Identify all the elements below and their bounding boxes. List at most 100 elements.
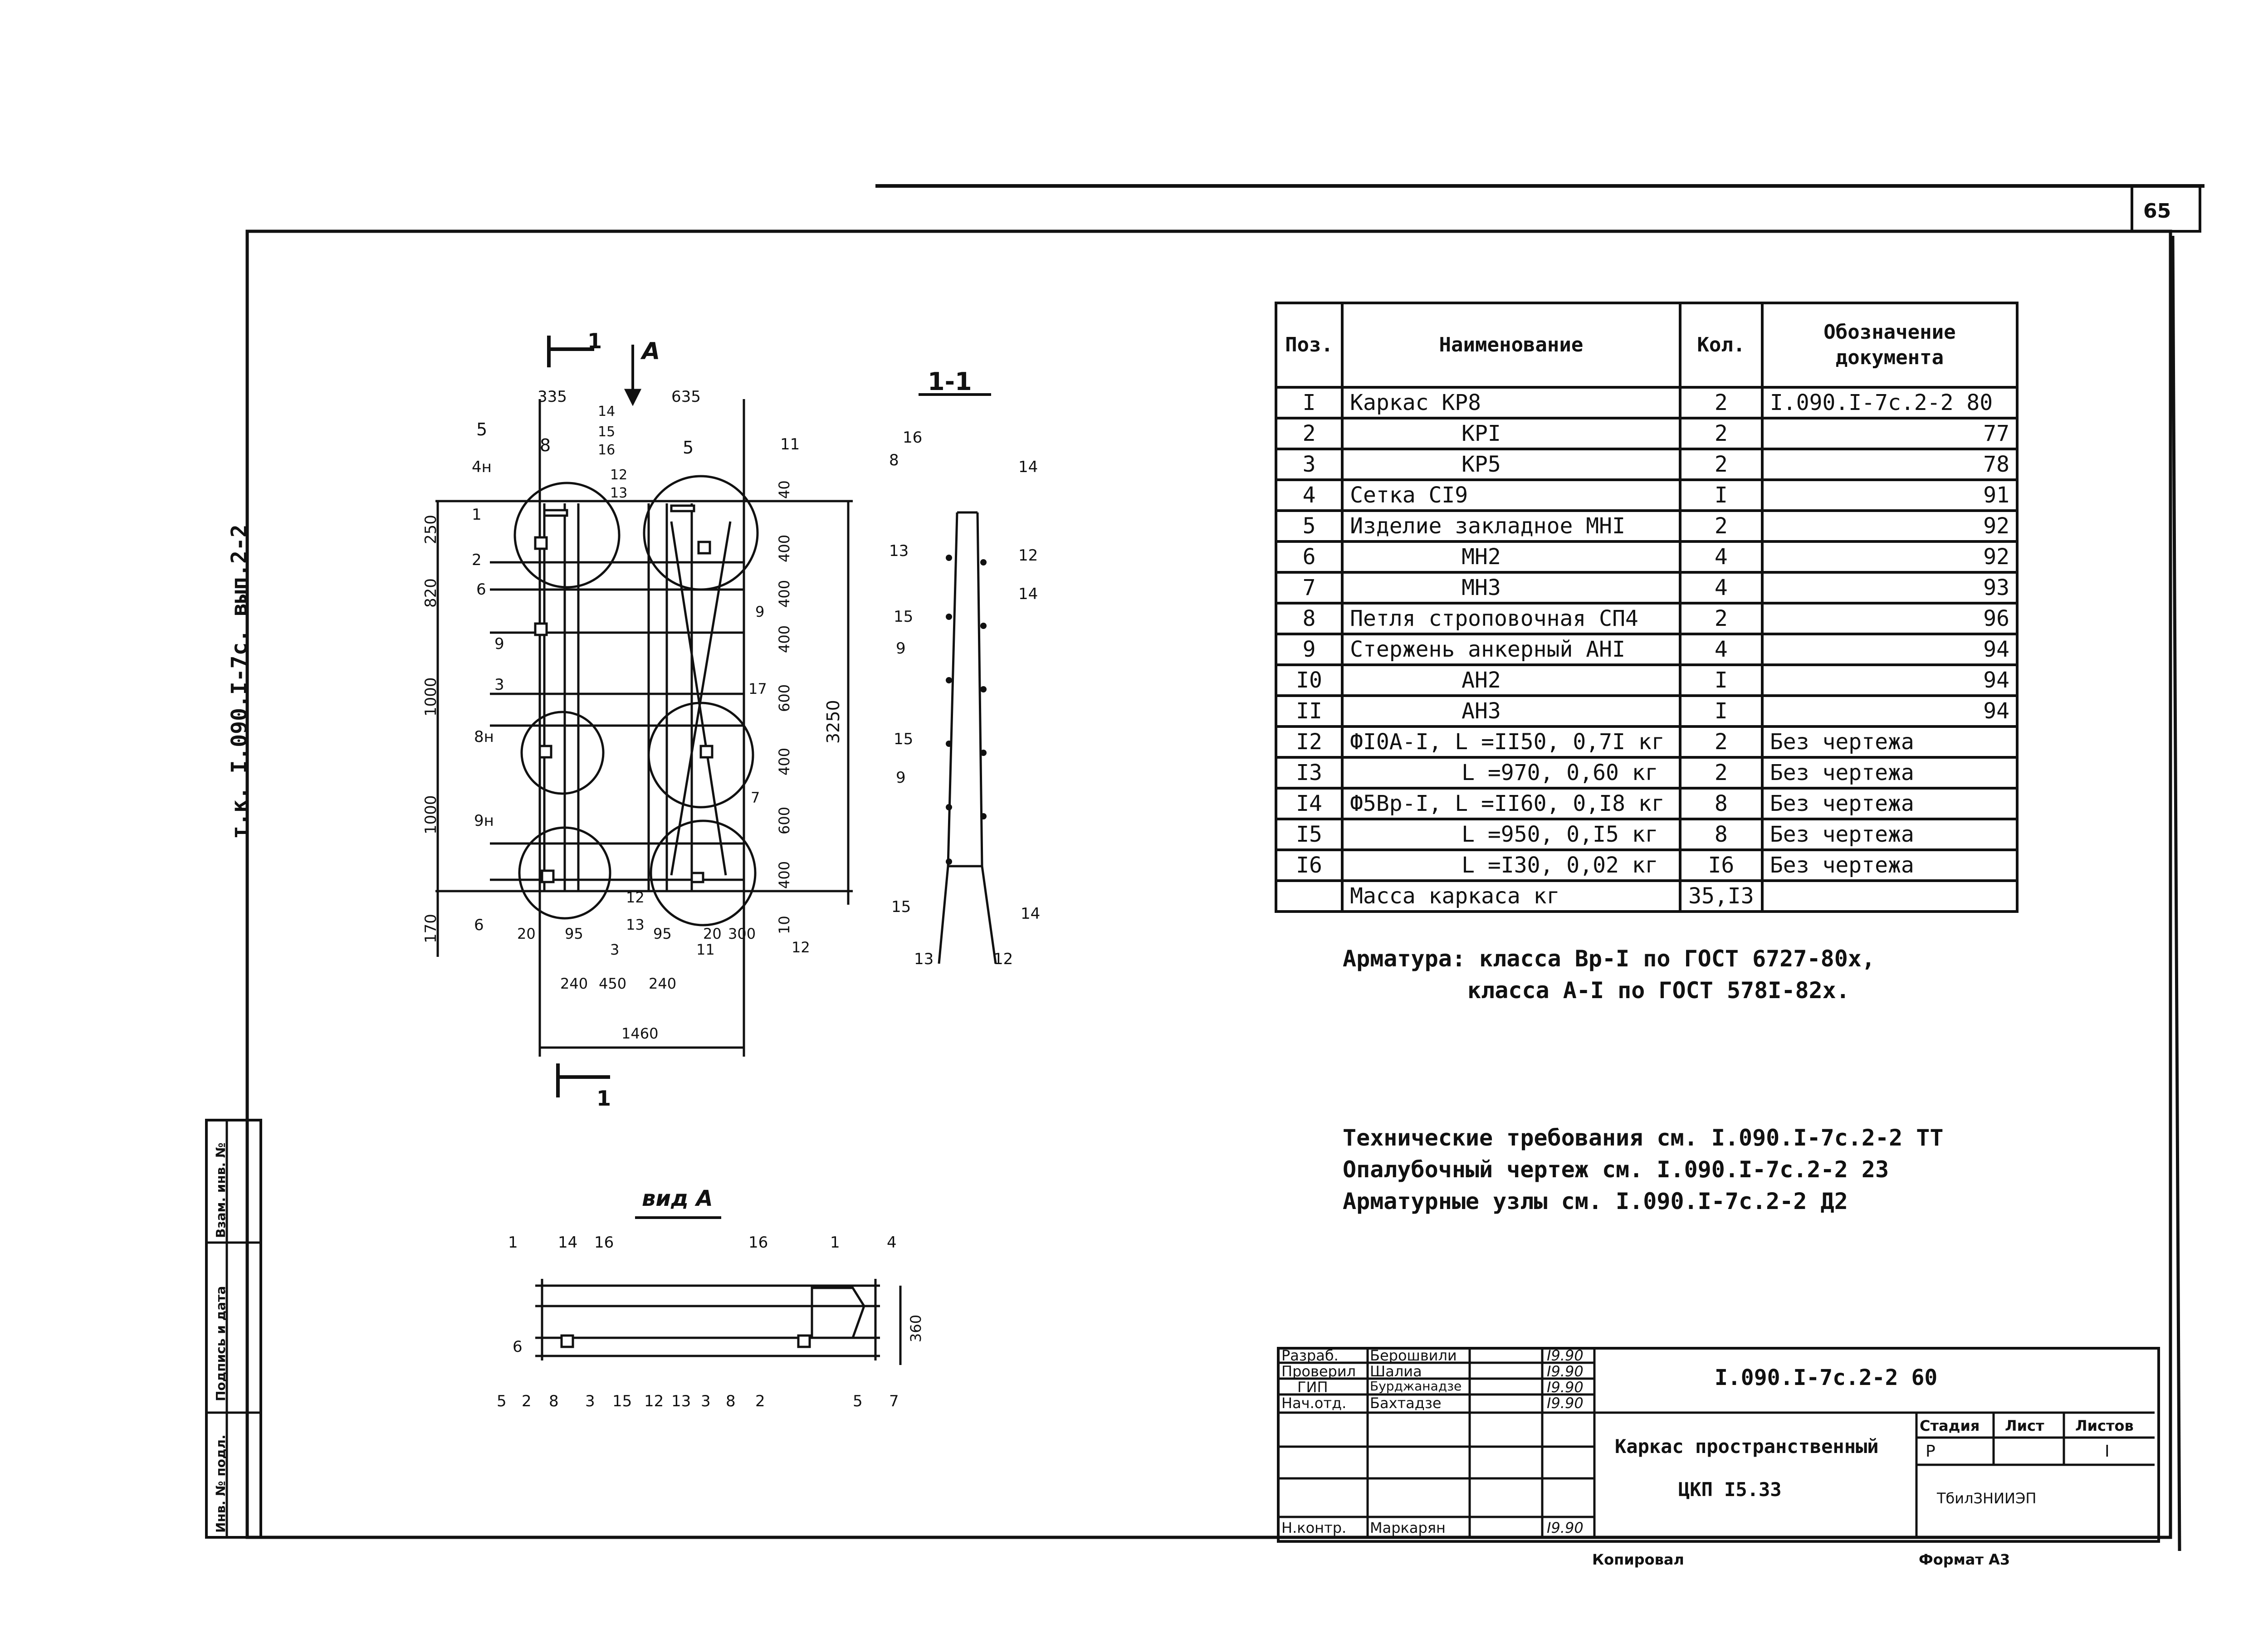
stamp-name: Бурджанадзе bbox=[1370, 1379, 1462, 1394]
dim-label: 170 bbox=[422, 914, 440, 943]
spec-cell-qty: 2 bbox=[1678, 386, 1764, 419]
stage-value: Р bbox=[1926, 1442, 1936, 1461]
spec-cell-qty: I bbox=[1678, 694, 1764, 728]
spec-cell-pos: 7 bbox=[1274, 571, 1344, 605]
callout: 5 bbox=[683, 438, 694, 458]
callout: 16 bbox=[903, 429, 923, 447]
callout: 9 bbox=[896, 639, 906, 658]
section-mark: 1 bbox=[587, 329, 602, 353]
callout: 12 bbox=[1018, 546, 1038, 565]
spec-cell-name: Сетка СI9 bbox=[1341, 478, 1681, 512]
spec-cell-doc: 92 bbox=[1760, 540, 2019, 574]
spec-cell-pos: I0 bbox=[1274, 663, 1344, 697]
callout: 13 bbox=[626, 916, 645, 933]
dim-label: 40 bbox=[776, 480, 793, 499]
callout: 13 bbox=[914, 950, 934, 968]
callout: 12 bbox=[993, 950, 1013, 968]
spec-cell-name: L =I30, 0,02 кг bbox=[1341, 848, 1681, 882]
spec-cell-doc: 78 bbox=[1760, 448, 2019, 481]
specification-table: Поз. Наименование Кол. Обозначение докум… bbox=[1274, 302, 2019, 913]
spec-cell-qty: 4 bbox=[1678, 633, 1764, 666]
spec-cell-pos: II bbox=[1274, 694, 1344, 728]
dim-label: 600 bbox=[776, 806, 793, 834]
spec-cell-pos: I6 bbox=[1274, 848, 1344, 882]
title-block bbox=[1277, 1347, 2160, 1543]
callout: 5 bbox=[853, 1392, 863, 1410]
callout: 17 bbox=[748, 680, 767, 697]
dim-label: 360 bbox=[907, 1314, 924, 1342]
stamp-role: Разраб. bbox=[1281, 1347, 1339, 1364]
callout: 1 bbox=[472, 506, 482, 524]
callout: 11 bbox=[696, 941, 715, 958]
spec-cell-qty: 2 bbox=[1678, 448, 1764, 481]
spec-cell-qty: I bbox=[1678, 663, 1764, 697]
left-margin-strip bbox=[205, 1119, 262, 1539]
spec-cell-name: ФI0А-I, L =II50, 0,7I кг bbox=[1341, 725, 1681, 759]
spec-cell-doc: Без чертежа bbox=[1760, 787, 2019, 820]
callout: 3 bbox=[701, 1392, 711, 1410]
dim-label: 300 bbox=[728, 925, 756, 942]
callout: 9 bbox=[896, 769, 906, 787]
note-armature-1: Арматура: класса Вр-I по ГОСТ 6727-80х, bbox=[1343, 946, 1875, 972]
spec-cell-name: Каркас КР8 bbox=[1341, 386, 1681, 419]
organization: ТбилЗНИИЭП bbox=[1937, 1490, 2037, 1507]
callout: 15 bbox=[894, 730, 914, 748]
side-cell-label: Взам. инв. № bbox=[213, 1142, 228, 1238]
callout: 3 bbox=[494, 676, 504, 694]
spec-cell-name: КР5 bbox=[1341, 448, 1681, 481]
spec-cell-qty: 2 bbox=[1678, 509, 1764, 543]
spec-cell-name: АН3 bbox=[1341, 694, 1681, 728]
spec-cell-doc: 94 bbox=[1760, 633, 2019, 666]
spec-cell-name: L =970, 0,60 кг bbox=[1341, 756, 1681, 790]
callout: 11 bbox=[780, 435, 800, 453]
spec-cell-doc: Без чертежа bbox=[1760, 818, 2019, 851]
callout: 5 bbox=[476, 419, 488, 439]
spec-cell-doc: 93 bbox=[1760, 571, 2019, 605]
callout: 8н bbox=[474, 728, 494, 746]
page-number-box bbox=[2131, 185, 2201, 233]
spec-cell-name: Изделие закладное МНI bbox=[1341, 509, 1681, 543]
callout: 14 bbox=[1021, 905, 1041, 923]
dim-label: 335 bbox=[538, 388, 567, 406]
dim-label: 240 bbox=[649, 975, 677, 992]
dim-label: 95 bbox=[565, 925, 583, 942]
section-mark-bottom: 1 bbox=[596, 1086, 611, 1111]
dim-label: 820 bbox=[422, 578, 440, 608]
stamp-name: Бахтадзе bbox=[1370, 1394, 1442, 1412]
drawing-subtitle: ЦКП I5.33 bbox=[1678, 1478, 1782, 1501]
dim-label: 400 bbox=[776, 534, 793, 562]
dim-label: 240 bbox=[560, 975, 588, 992]
spec-cell-doc: I.090.I-7с.2-2 80 bbox=[1760, 386, 2019, 419]
note-ref-1: Технические требования см. I.090.I-7с.2-… bbox=[1343, 1125, 1944, 1151]
callout: 12 bbox=[626, 889, 645, 906]
dim-label: 13 bbox=[610, 485, 628, 501]
callout: 16 bbox=[594, 1233, 614, 1252]
section-1-1 bbox=[919, 393, 997, 964]
callout: 1 bbox=[830, 1233, 840, 1252]
spec-cell-pos: I3 bbox=[1274, 756, 1344, 790]
main-view bbox=[435, 336, 853, 1097]
stamp-role: Проверил bbox=[1281, 1363, 1356, 1380]
callout: 9 bbox=[494, 635, 504, 653]
spec-cell-name: АН2 bbox=[1341, 663, 1681, 697]
dim-label: 20 bbox=[703, 925, 722, 942]
title-block-lines bbox=[1279, 1347, 2155, 1537]
spec-header-doc: Обозначение документа bbox=[1760, 302, 2019, 389]
callout: 4н bbox=[472, 458, 492, 476]
note-armature-2: класса А-I по ГОСТ 578I-82х. bbox=[1467, 977, 1850, 1004]
callout: 15 bbox=[894, 608, 914, 626]
dim-label: 12 bbox=[610, 467, 628, 483]
spec-cell-pos: 9 bbox=[1274, 633, 1344, 666]
spec-cell-qty: 35,I3 bbox=[1678, 879, 1764, 913]
